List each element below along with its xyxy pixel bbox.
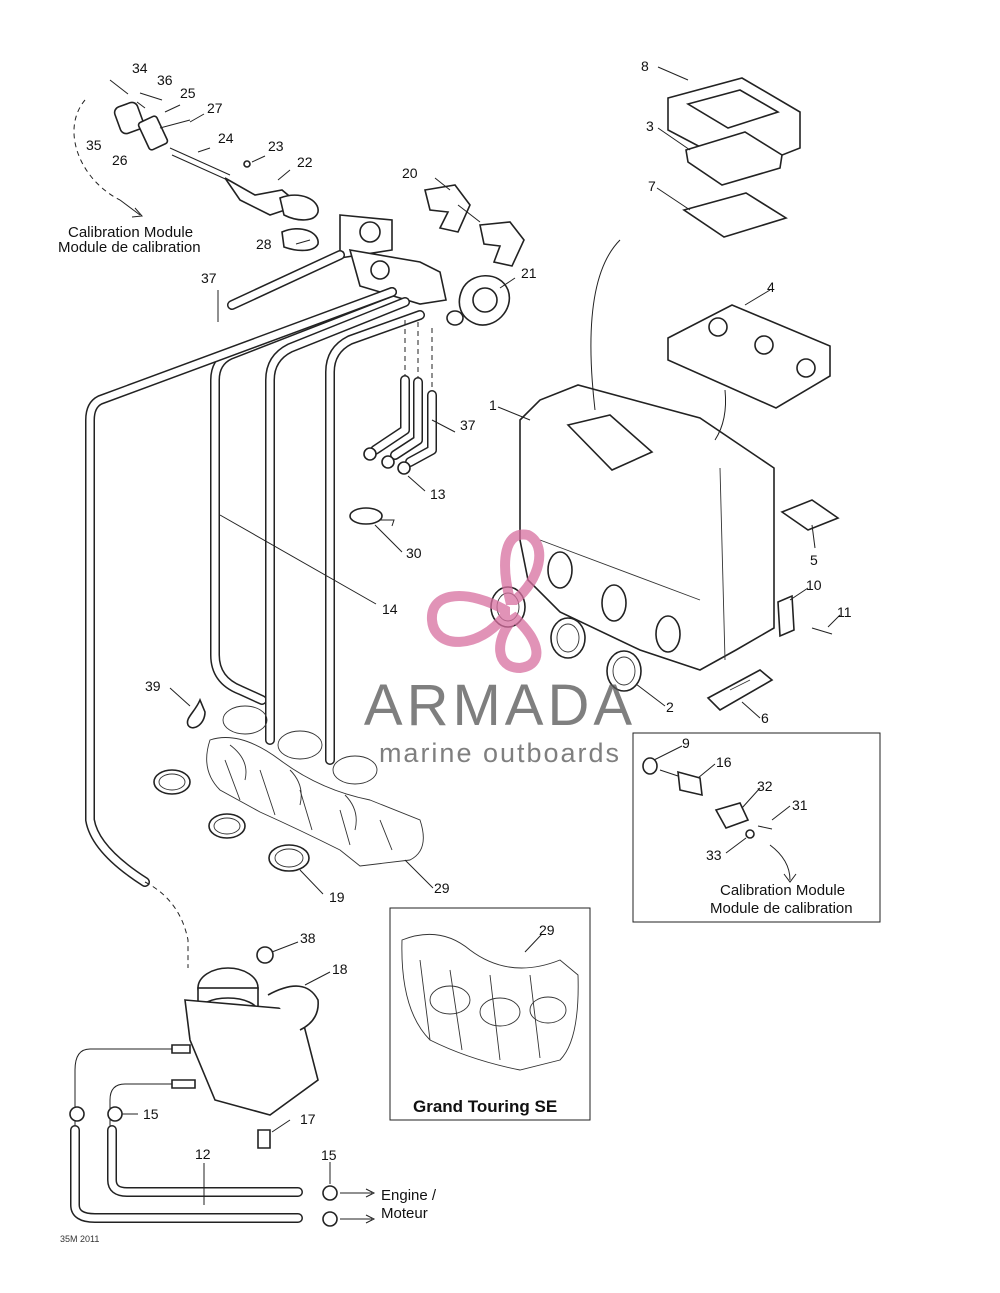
- sensor-parts: [642, 757, 797, 883]
- callout-24: 24: [218, 130, 234, 146]
- fuel-hoses: [85, 250, 425, 968]
- callout-5: 5: [810, 552, 818, 568]
- callout-22: 22: [297, 154, 313, 170]
- leader-lines: [122, 66, 841, 1205]
- foam-4: [667, 304, 831, 409]
- callout-11: 11: [837, 604, 852, 620]
- clip-20: [424, 184, 525, 267]
- callout-31: 31: [792, 797, 808, 813]
- figure-code: 35M 2011: [60, 1234, 99, 1244]
- seal-5: [780, 499, 840, 531]
- callout-14: 14: [382, 601, 398, 617]
- callout-10: 10: [806, 577, 822, 593]
- callout-2: 2: [666, 699, 674, 715]
- callout-9: 9: [682, 735, 690, 751]
- callout-37-top: 37: [201, 270, 217, 286]
- callout-33: 33: [706, 847, 722, 863]
- callout-34: 34: [132, 60, 148, 76]
- calibration-module-top-en: Calibration Module: [68, 224, 193, 241]
- inset-title: Grand Touring SE: [413, 1097, 557, 1116]
- callout-28: 28: [256, 236, 272, 252]
- callout-numbers: 34 36 25 27 35 26 24 23 22 20 28 21 37 3…: [86, 58, 852, 1163]
- throttle-bodies: [206, 705, 424, 867]
- lower-fuel-lines: [69, 1048, 376, 1227]
- callout-39: 39: [145, 678, 161, 694]
- bracket-10: [777, 594, 795, 638]
- plate-6: [706, 669, 774, 711]
- sensor-inset-frame: [632, 732, 881, 923]
- engine-label-en: Engine /: [381, 1187, 437, 1204]
- callout-13: 13: [430, 486, 446, 502]
- return-hoses: [363, 320, 437, 475]
- callout-8: 8: [641, 58, 649, 74]
- callout-7: 7: [648, 178, 656, 194]
- fuel-pump-18: [171, 946, 319, 1149]
- gtse-throttle-sketch: [401, 933, 579, 1071]
- callout-3: 3: [646, 118, 654, 134]
- callout-35: 35: [86, 137, 102, 153]
- clip-30: [349, 507, 395, 527]
- callout-4: 4: [767, 279, 775, 295]
- callout-25: 25: [180, 85, 196, 101]
- callout-26: 26: [112, 152, 128, 168]
- watermark-tagline: marine outboards: [379, 738, 621, 768]
- callout-16: 16: [716, 754, 732, 770]
- callout-29: 29: [434, 880, 450, 896]
- callout-12: 12: [195, 1146, 211, 1162]
- calibration-module-connector: [73, 79, 511, 326]
- airbox-1: [519, 384, 775, 671]
- calibration-module-inset-fr: Module de calibration: [710, 900, 853, 917]
- armada-watermark: ARMADA marine outboards: [364, 529, 636, 768]
- callout-1: 1: [489, 397, 497, 413]
- calibration-module-top-fr: Module de calibration: [58, 239, 201, 256]
- callout-36: 36: [157, 72, 173, 88]
- tie-39: [186, 697, 206, 729]
- callout-27: 27: [207, 100, 223, 116]
- calibration-module-inset-en: Calibration Module: [720, 882, 845, 899]
- callout-15-engine: 15: [321, 1147, 337, 1163]
- callout-6: 6: [761, 710, 769, 726]
- callout-18: 18: [332, 961, 348, 977]
- propeller-logo: [427, 529, 545, 674]
- callout-17: 17: [300, 1111, 316, 1127]
- filter-3: [685, 131, 783, 186]
- callout-30: 30: [406, 545, 422, 561]
- callout-19: 19: [329, 889, 345, 905]
- screw-11: [811, 627, 833, 635]
- callout-38: 38: [300, 930, 316, 946]
- callout-20: 20: [402, 165, 418, 181]
- watermark-brand: ARMADA: [364, 673, 636, 738]
- callout-21: 21: [521, 265, 537, 281]
- gtse-inset-frame: [389, 907, 591, 1121]
- engine-label-fr: Moteur: [381, 1205, 428, 1222]
- callout-37-mid: 37: [460, 417, 476, 433]
- clamps-19: [153, 769, 310, 872]
- callout-29-inset: 29: [539, 922, 555, 938]
- plate-7: [682, 192, 788, 238]
- callout-23: 23: [268, 138, 284, 154]
- callout-32: 32: [757, 778, 773, 794]
- callout-15-pump: 15: [143, 1106, 159, 1122]
